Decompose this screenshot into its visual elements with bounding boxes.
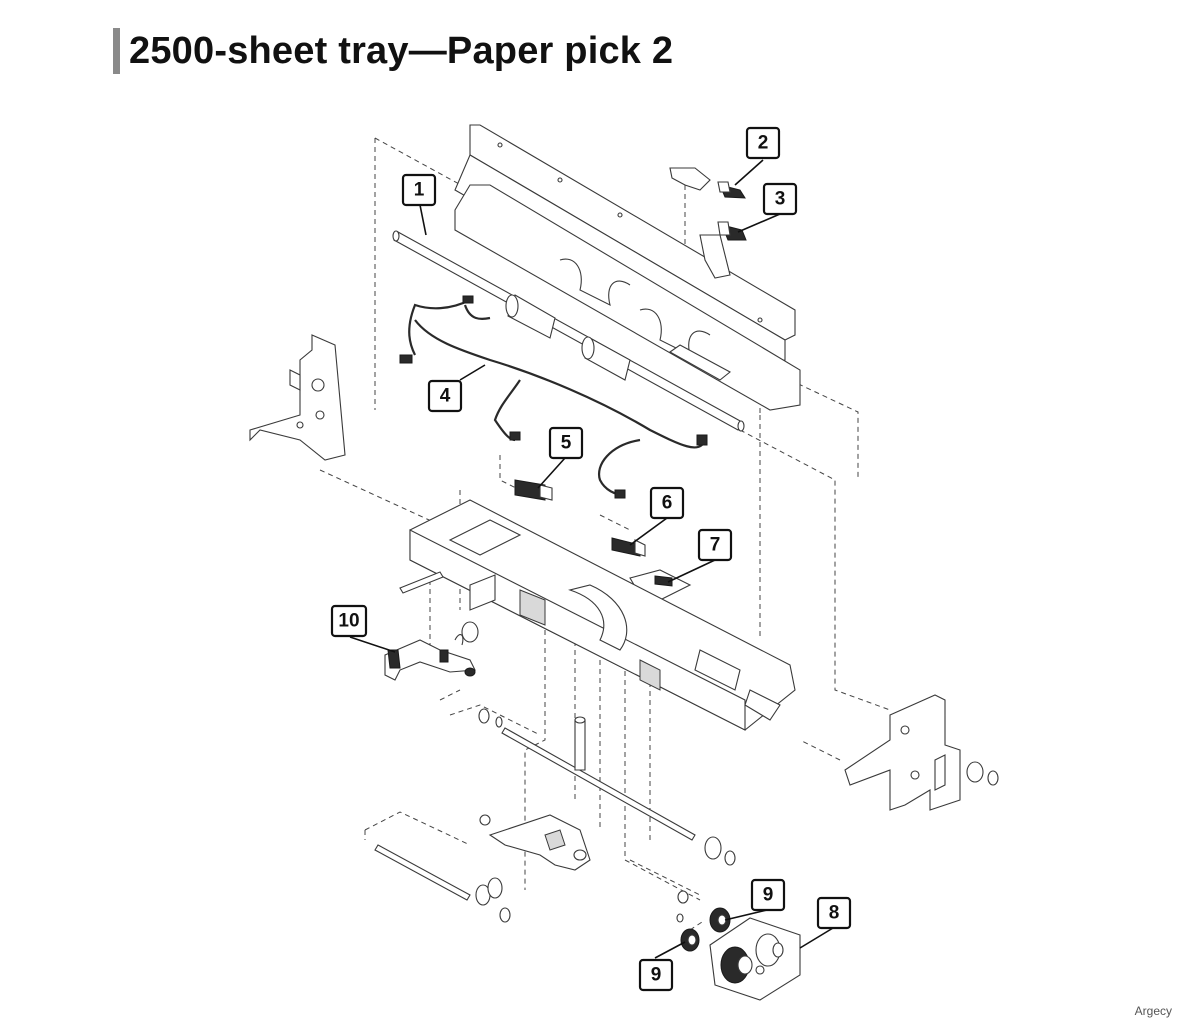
callout-2-label: 2 [758, 133, 769, 154]
sensor-bracket-2 [669, 167, 746, 199]
roller-kit [709, 917, 801, 1001]
pick-housing [409, 499, 796, 731]
callout-1: 1 [401, 173, 437, 207]
pick-arm-assembly [384, 621, 479, 681]
pin [399, 571, 444, 594]
page-title: 2500-sheet tray—Paper pick 2 [129, 29, 674, 72]
callout-9-upper-label: 9 [763, 885, 774, 906]
callout-4: 4 [427, 379, 463, 413]
feed-shaft [374, 844, 689, 923]
callout-10: 10 [330, 604, 368, 638]
callout-8: 8 [816, 896, 852, 930]
callout-1-label: 1 [414, 180, 425, 201]
title-accent-bar [113, 28, 120, 74]
right-side-plate [844, 694, 999, 811]
sensor-5 [514, 479, 553, 501]
callout-9-lower: 9 [638, 958, 674, 992]
callout-8-label: 8 [829, 903, 840, 924]
callout-3: 3 [762, 182, 798, 216]
callout-4-label: 4 [440, 386, 451, 407]
watermark: Argecy [1134, 1004, 1172, 1018]
pick-shaft-assembly [392, 230, 745, 432]
callout-6: 6 [649, 486, 685, 520]
callout-5: 5 [548, 426, 584, 460]
callout-10-label: 10 [338, 611, 359, 632]
rear-frame-plate [454, 124, 801, 411]
callout-9-lower-label: 9 [651, 965, 662, 986]
callout-7-label: 7 [710, 535, 721, 556]
sensor-6 [611, 537, 646, 557]
left-side-plate [249, 334, 346, 461]
callout-5-label: 5 [561, 433, 572, 454]
pick-tire-lower [680, 928, 700, 952]
callout-3-label: 3 [775, 189, 786, 210]
page-title-wrapper: 2500-sheet tray—Paper pick 2 [113, 28, 673, 74]
callout-6-label: 6 [662, 493, 673, 514]
callout-7: 7 [697, 528, 733, 562]
lower-bracket [479, 814, 591, 871]
callout-9-upper: 9 [750, 878, 786, 912]
wire-harness [399, 295, 708, 499]
leader-lines [349, 159, 834, 959]
sensor-bracket-3 [699, 221, 747, 279]
pick-tire-upper [709, 907, 731, 933]
lower-drive-shaft [478, 708, 736, 866]
callout-2: 2 [745, 126, 781, 160]
